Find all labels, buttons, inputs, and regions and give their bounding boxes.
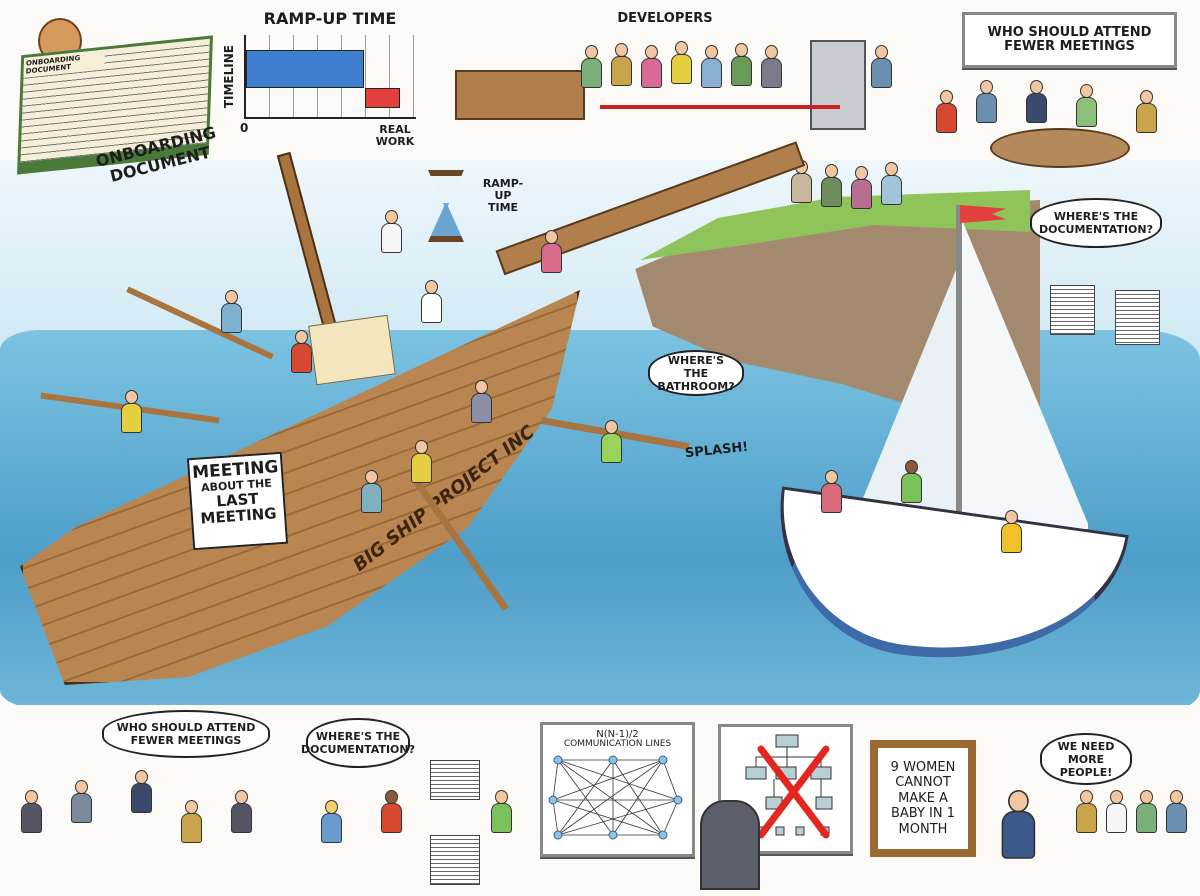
presenter (700, 800, 760, 890)
flag (960, 205, 1006, 223)
map (308, 314, 396, 386)
ramp-chart-origin: 0 (240, 121, 249, 135)
hourglass-label: RAMP-UP TIME (482, 177, 524, 215)
developer-queue (560, 35, 920, 135)
machine (810, 40, 866, 130)
communication-whiteboard: N(N-1)/2 COMMUNICATION LINES (540, 722, 695, 857)
queue-rope (600, 105, 840, 109)
meeting-sign: MEETING ABOUT THE LAST MEETING (186, 451, 289, 551)
sailboat-mast (956, 205, 961, 545)
meeting-sign-line4: MEETING (199, 504, 278, 528)
bathroom-speech-bubble: WHERE'S THE BATHROOM? (648, 350, 744, 396)
bottom-meetings-bubble: WHO SHOULD ATTEND FEWER MEETINGS (102, 710, 270, 758)
sailboat-crew (810, 460, 1070, 553)
developer-desk (455, 70, 585, 120)
top-meetings-board-text: WHO SHOULD ATTEND FEWER MEETINGS (987, 24, 1152, 54)
developers-label: DEVELOPERS (617, 11, 713, 26)
bottom-meeting-people (10, 770, 280, 890)
paper-stack (1115, 290, 1160, 345)
onlookers (790, 160, 910, 230)
ramp-chart-title: RAMP-UP TIME (263, 9, 397, 28)
meeting-attendees (935, 80, 1185, 180)
new-hires (1075, 790, 1195, 870)
crew (110, 210, 562, 530)
bottom-docs-people (310, 790, 540, 890)
communication-lines-diagram (548, 755, 683, 840)
book-page-title: ONBOARDING DOCUMENT (23, 49, 105, 78)
frame-text: 9 WOMEN CANNOT MAKE A BABY IN 1 MONTH (890, 759, 956, 837)
right-documentation-bubble: WHERE'S THE DOCUMENTATION? (1030, 198, 1162, 248)
real-work-bar (365, 88, 400, 108)
crossed-out-org-chart (745, 734, 833, 839)
bottom-documentation-bubble: WHERE'S THE DOCUMENTATION? (301, 718, 415, 768)
top-meetings-board: WHO SHOULD ATTEND FEWER MEETINGS (962, 12, 1177, 68)
more-people-bubble: WE NEED MORE PEOPLE! (1040, 733, 1132, 785)
ramp-chart-ylabel: TIMELINE (221, 45, 236, 109)
meeting-table (990, 128, 1130, 168)
whiteboard-title: N(N-1)/2 (596, 729, 639, 740)
whiteboard-subtitle: COMMUNICATION LINES (563, 739, 672, 749)
manager-on-phone (980, 790, 1060, 890)
real-work-label: REAL WORK (375, 123, 415, 149)
picture-frame: 9 WOMEN CANNOT MAKE A BABY IN 1 MONTH (870, 740, 976, 857)
paper-stack (430, 760, 480, 800)
ramp-bar (246, 50, 364, 88)
paper-stack (430, 835, 480, 885)
swimmer (590, 420, 640, 480)
paper-stack (1050, 285, 1095, 335)
